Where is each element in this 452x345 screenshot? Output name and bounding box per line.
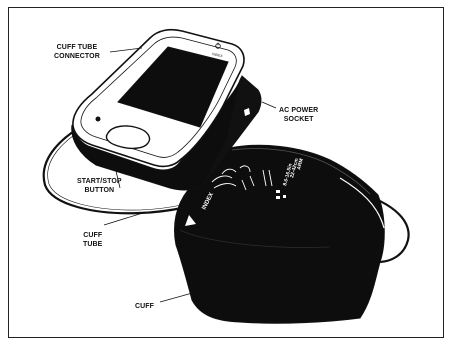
label-cuff-tube-line2: TUBE [83,240,102,249]
leader-cuff [160,292,196,302]
label-cuff-tube-connector-line1: CUFF TUBE [54,43,100,52]
tube-connector-nub [96,117,101,122]
label-start-stop-button-line2: BUTTON [77,186,122,195]
label-ac-power-socket: AC POWER SOCKET [279,106,318,124]
label-cuff-tube: CUFF TUBE [83,231,102,249]
label-cuff-tube-line1: CUFF [83,231,102,240]
label-cuff-tube-connector: CUFF TUBE CONNECTOR [54,43,100,61]
label-ac-power-socket-line1: AC POWER [279,106,318,115]
label-start-stop-button-line1: START/STOP [77,177,122,186]
label-cuff-text: CUFF [135,302,154,311]
label-start-stop-button: START/STOP BUTTON [77,177,122,195]
label-cuff: CUFF [135,302,154,311]
leader-ac-power-socket [262,102,276,108]
label-ac-power-socket-line2: SOCKET [279,115,318,124]
label-cuff-tube-connector-line2: CONNECTOR [54,52,100,61]
